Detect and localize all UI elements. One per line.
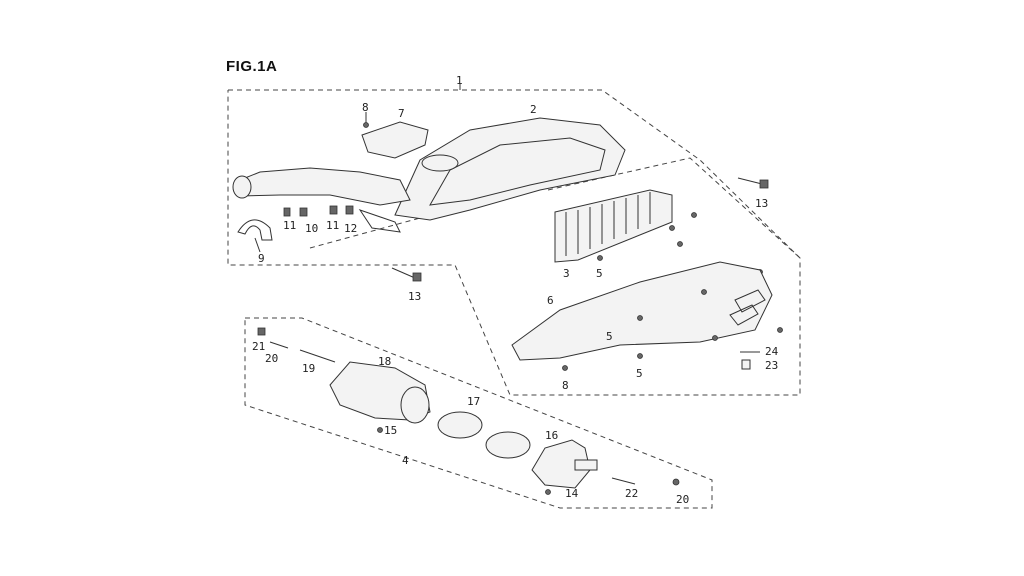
callout-18: 18 — [378, 355, 391, 368]
part-19 — [299, 349, 336, 363]
callout-5a: 5 — [596, 267, 603, 280]
screw-11b — [329, 205, 338, 215]
cover-slot-1 — [734, 289, 766, 313]
screw-5a — [597, 255, 603, 261]
part-7-pad — [361, 121, 429, 159]
screw-filter-2 — [669, 225, 675, 231]
screw-13b-head — [412, 272, 422, 282]
screw-cover-4 — [777, 327, 783, 333]
case-outlet — [421, 154, 459, 172]
part-16-cap — [531, 439, 591, 489]
callout-22: 22 — [625, 487, 638, 500]
callout-23: 23 — [765, 359, 778, 372]
callout-2: 2 — [530, 103, 537, 116]
screw-13b-shaft — [391, 267, 416, 279]
screw-filter-3 — [677, 241, 683, 247]
callout-19: 19 — [302, 362, 315, 375]
upper-assembly-boundary — [227, 89, 801, 396]
air-cleaner-case — [394, 117, 626, 221]
part-20a — [269, 341, 289, 349]
callout-9: 9 — [258, 252, 265, 265]
screw-14 — [545, 489, 551, 495]
part-22 — [611, 477, 636, 485]
callout-5b: 5 — [636, 367, 643, 380]
figure-title: FIG.1A — [226, 58, 278, 75]
callout-3: 3 — [563, 267, 570, 280]
screw-15 — [377, 427, 383, 433]
callout-16: 16 — [545, 429, 558, 442]
callout-20a: 20 — [265, 352, 278, 365]
screw-10 — [299, 207, 308, 217]
callout-7: 7 — [398, 107, 405, 120]
callout-15: 15 — [384, 424, 397, 437]
part-6-cover — [511, 261, 773, 361]
callout-13a: 13 — [755, 197, 768, 210]
callout-13b: 13 — [408, 290, 421, 303]
callout-8a: 8 — [362, 101, 369, 114]
screw-8-head — [363, 122, 369, 128]
cap-nozzle — [574, 459, 598, 471]
duct-inlet — [232, 175, 252, 199]
intake-duct — [234, 167, 411, 206]
callout-6: 6 — [547, 294, 554, 307]
cover-slot-2 — [729, 304, 759, 326]
callout-21: 21 — [252, 340, 265, 353]
screw-8b — [562, 365, 568, 371]
callout-14: 14 — [565, 487, 579, 500]
callout-17: 17 — [467, 395, 480, 408]
callout-11a: 11 — [283, 219, 296, 232]
part-17-screen-a — [437, 411, 483, 439]
callout-10: 10 — [305, 222, 318, 235]
lower-assembly-boundary — [244, 317, 713, 509]
screw-13a-shaft — [737, 177, 763, 185]
part-20b — [672, 478, 680, 486]
duct-bracket — [358, 209, 401, 233]
callout-4: 4 — [402, 454, 409, 467]
leader-9 — [254, 237, 261, 253]
filter-pleats — [565, 192, 651, 256]
case-inner-outline — [429, 137, 606, 206]
screw-11a — [283, 207, 291, 217]
callout-5c: 5 — [606, 330, 613, 343]
part-17-screen-b — [485, 431, 531, 459]
guide-line — [309, 217, 421, 249]
callout-12: 12 — [344, 222, 357, 235]
screw-cover-2 — [701, 289, 707, 295]
screw-5c — [637, 353, 643, 359]
callout-20b: 20 — [676, 493, 689, 506]
housing-outlet — [400, 386, 430, 424]
screw-cover-1 — [637, 315, 643, 321]
callout-11b: 11 — [326, 219, 339, 232]
callout-8b: 8 — [562, 379, 569, 392]
part-21 — [257, 327, 266, 336]
callout-24: 24 — [765, 345, 779, 358]
screw-filter-1 — [691, 212, 697, 218]
screw-cover-3 — [712, 335, 718, 341]
part-23 — [741, 359, 751, 370]
part-9-clamp — [237, 219, 273, 241]
screw-12 — [345, 205, 354, 215]
screw-13a-head — [759, 179, 769, 189]
callout-1: 1 — [456, 74, 463, 87]
